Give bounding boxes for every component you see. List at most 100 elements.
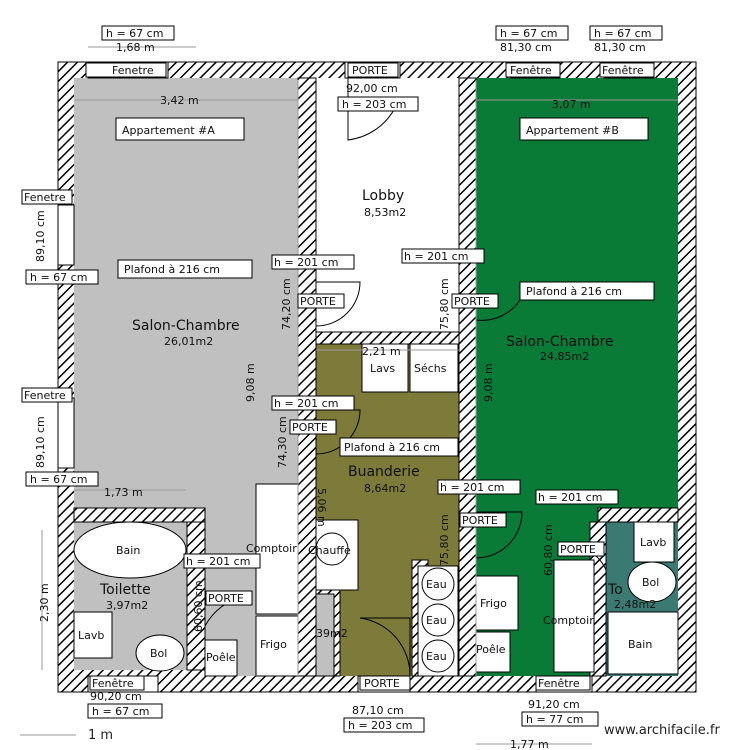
fenetre-tag-bottom-b: Fenêtre <box>535 675 591 691</box>
dim-7580-lobby: 75,80 cm <box>438 278 451 330</box>
porte-tag-toilette-b: PORTE <box>557 541 605 557</box>
fixture-frigo-a: Frigo <box>260 638 287 651</box>
fixture-comptoir-a: Comptoir <box>246 542 297 555</box>
fenetre-tag-left-2: Fenetre <box>21 387 73 403</box>
apt-a-tag: Appartement #A <box>115 117 245 141</box>
dim-8710: 87,10 cm <box>352 704 404 717</box>
svg-text:h = 67 cm: h = 67 cm <box>30 473 87 486</box>
dim-177: 1,77 m <box>510 738 549 750</box>
dim-168: 1,68 m <box>116 41 155 54</box>
svg-text:h = 201 cm: h = 201 cm <box>404 250 468 263</box>
svg-text:Fenêtre: Fenêtre <box>92 677 134 690</box>
fixture-chauffe: Chauffe <box>308 544 351 557</box>
svg-text:Plafond à 216 cm: Plafond à 216 cm <box>526 285 622 298</box>
svg-text:h = 201 cm: h = 201 cm <box>538 491 602 504</box>
svg-text:Appartement #B: Appartement #B <box>526 124 619 137</box>
svg-text:Fenetre: Fenetre <box>24 191 66 204</box>
svg-text:h = 67 cm: h = 67 cm <box>500 27 557 40</box>
svg-text:Plafond à 216 cm: Plafond à 216 cm <box>344 441 440 454</box>
dim-h201-lobby-b: h = 201 cm <box>401 248 485 264</box>
svg-text:PORTE: PORTE <box>208 592 244 605</box>
dim-h67-left-2: h = 67 cm <box>25 471 99 487</box>
dim-342: 3,42 m <box>160 94 199 107</box>
plafond-tag-a: Plafond à 216 cm <box>117 259 253 279</box>
room-toilette-a: Toilette <box>99 582 151 598</box>
fixture-bol-b: Bol <box>642 576 659 589</box>
dimension-lines <box>20 46 678 745</box>
dim-230: 2,30 m <box>38 583 51 622</box>
svg-text:PORTE: PORTE <box>292 421 328 434</box>
porte-tag-lobby-a: PORTE <box>297 293 345 309</box>
dim-8130-b1: 81,30 cm <box>500 41 552 54</box>
dim-908-b: 9,08 m <box>482 363 495 402</box>
scale-label: 1 m <box>88 728 113 743</box>
dim-h201-toilette-a: h = 201 cm <box>183 553 261 569</box>
dim-h67-left-1: h = 67 cm <box>25 269 99 285</box>
dim-h67-top-b2: h = 67 cm <box>589 25 663 41</box>
svg-text:h = 67 cm: h = 67 cm <box>30 271 87 284</box>
dim-8910-left-2: 89,10 cm <box>34 416 47 468</box>
area-salon-a: 26,01m2 <box>164 335 213 348</box>
porte-tag-buanderie-b: PORTE <box>459 512 507 528</box>
fixture-poele-b: Poêle <box>476 643 506 656</box>
dim-h203-bottom: h = 203 cm <box>343 717 425 733</box>
area-closet: 39m2 <box>316 627 348 640</box>
dim-9200: 92,00 cm <box>346 82 398 95</box>
fenetre-tag-bottom-a: Fenêtre <box>89 675 145 691</box>
salon-chambre-a-floor <box>74 78 298 508</box>
dim-h203-lobby: h = 203 cm <box>337 96 419 112</box>
area-toilette-a: 3,97m2 <box>106 599 148 612</box>
svg-text:PORTE: PORTE <box>454 295 490 308</box>
porte-tag-lobby: PORTE <box>347 62 399 78</box>
svg-text:PORTE: PORTE <box>300 295 336 308</box>
svg-text:PORTE: PORTE <box>352 64 388 77</box>
fixture-eau-1: Eau <box>426 578 447 591</box>
fenetre-tag-top-b2: Fenêtre <box>599 62 655 78</box>
svg-text:h = 203 cm: h = 203 cm <box>348 719 412 732</box>
svg-text:PORTE: PORTE <box>560 543 596 556</box>
dim-9020: 90,20 cm <box>90 690 142 703</box>
area-toilette-b: 2,48m2 <box>614 598 656 611</box>
dim-7430: 74,30 cm <box>276 416 289 468</box>
porte-tag-toilette-a: PORTE <box>205 590 253 606</box>
fixture-sechs: Séchs <box>414 362 447 375</box>
svg-text:h = 67 cm: h = 67 cm <box>92 705 149 718</box>
area-salon-b: 24,85m2 <box>540 350 589 363</box>
room-lobby: Lobby <box>362 188 404 204</box>
dim-221: 2,21 m <box>362 345 401 358</box>
svg-text:h = 67 cm: h = 67 cm <box>106 27 163 40</box>
dim-h201-lobby-a: h = 201 cm <box>271 254 355 270</box>
area-buanderie: 8,64m2 <box>364 482 406 495</box>
fixture-frigo-b: Frigo <box>480 597 507 610</box>
dim-307: 3,07 m <box>552 98 591 111</box>
plafond-tag-buanderie: Plafond à 216 cm <box>339 437 459 457</box>
area-lobby: 8,53m2 <box>364 206 406 219</box>
svg-text:Fenêtre: Fenêtre <box>538 677 580 690</box>
fixtures <box>73 343 679 677</box>
svg-text:PORTE: PORTE <box>364 677 400 690</box>
room-salon-a: Salon-Chambre <box>132 318 240 334</box>
dim-h77-bottom-b: h = 77 cm <box>521 711 599 727</box>
room-toilette-b: To <box>607 582 623 598</box>
watermark: www.archifacile.fr <box>604 723 720 738</box>
porte-tag-lobby-b: PORTE <box>451 293 499 309</box>
svg-text:h = 201 cm: h = 201 cm <box>274 256 338 269</box>
dim-7420: 74,20 cm <box>280 278 293 330</box>
dim-6080: 60,80 cm <box>542 524 555 576</box>
dim-h67-top-b1: h = 67 cm <box>495 25 569 41</box>
porte-tag-buanderie: PORTE <box>289 419 337 435</box>
dim-908-a: 9,08 m <box>244 363 257 402</box>
svg-text:Fenêtre: Fenêtre <box>510 64 552 77</box>
dim-8130-b2: 81,30 cm <box>594 41 646 54</box>
fenetre-tag-top-a: Fenetre <box>85 62 167 78</box>
svg-text:Plafond à 216 cm: Plafond à 216 cm <box>124 263 220 276</box>
svg-text:h = 201 cm: h = 201 cm <box>186 555 250 568</box>
dim-h67-top-a: h = 67 cm <box>101 25 175 41</box>
dim-8910-left-1: 89,10 cm <box>34 210 47 262</box>
fenetre-tag-top-b1: Fenêtre <box>505 62 561 78</box>
dim-173: 1,73 m <box>104 486 143 499</box>
svg-text:h = 201 cm: h = 201 cm <box>274 397 338 410</box>
fixture-bain-a: Bain <box>116 544 140 557</box>
svg-text:Fenetre: Fenetre <box>112 64 154 77</box>
